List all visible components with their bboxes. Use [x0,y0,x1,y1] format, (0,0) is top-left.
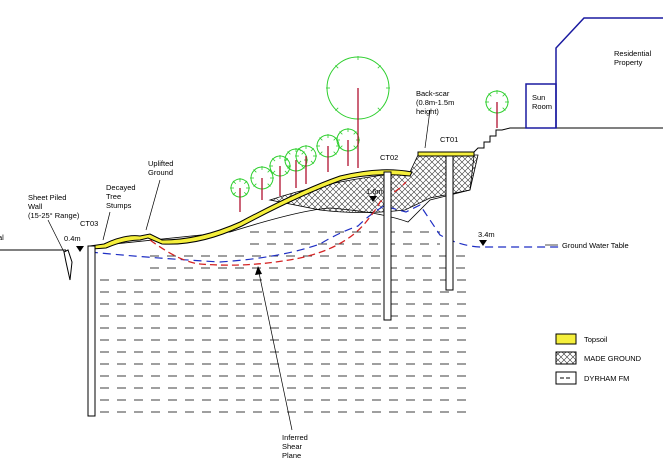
legend-swatch-made-ground [555,351,577,365]
tree-canopy-tick [267,183,271,187]
tree-canopy-tick [502,93,506,97]
tree-canopy-tick [271,157,276,162]
label-uplifted-ground: Uplifted Ground [148,159,176,177]
tree-canopy-tick [353,145,357,149]
borehole-ct02 [383,171,392,321]
label-ct02: CT02 [380,153,398,162]
label-ct03: CT03 [80,219,98,228]
leader-back-scar [424,109,431,149]
tree-canopy-tick [253,183,257,187]
label-ct02-depth: 1.6m [366,187,383,196]
leader-shear-plane [257,267,293,431]
tree-canopy-tick [377,65,381,69]
residential-property-outline [555,17,663,128]
label-back-scar: Back-scar (0.8m-1.5m height) [416,89,456,116]
tree-canopy-tick [319,151,323,155]
tree-canopy-tick [287,151,291,155]
label-sheet-piled-wall: Sheet Piled Wall (15-25° Range) [28,193,80,220]
label-decayed-tree-stumps: Decayed Tree Stumps [106,183,138,210]
tree-canopy-tick [271,170,276,175]
legend-label-made-ground: MADE GROUND [584,354,642,363]
tree-canopy-tick [310,160,315,165]
dyrham-fm-strata [100,231,470,413]
topsoil-band [89,169,413,250]
label-ct03-depth: 0.4m [64,234,81,243]
label-inferred-shear-plane: Inferred Shear Plane [282,433,310,460]
leader-uplifted-ground [145,179,161,231]
tree-canopy-tick [335,65,339,69]
leader-sheet-piled-wall [47,219,65,253]
tree-canopy-tick [488,93,492,97]
slope-surface-right [469,155,475,191]
label-ct01: CT01 [440,135,458,144]
tree-canopy-tick [301,165,305,169]
tree-canopy-tick [232,191,237,196]
legend-label-topsoil: Topsoil [584,335,608,344]
tree-canopy-tick [333,137,337,141]
water-marker-ct03 [76,246,84,252]
ground-line-right [473,127,663,153]
tree-canopy-tick [488,107,492,111]
tree-canopy-tick [353,131,357,135]
tree-canopy-tick [339,131,343,135]
label-ground-water-table: Ground Water Table [562,241,629,250]
borehole-ct03 [87,245,96,417]
tree-canopy-tick [339,145,343,149]
water-marker-ct02 [369,196,377,202]
ground-water-table-line [89,204,560,263]
trees [230,56,509,212]
tree-canopy-tick [287,165,291,169]
tree-canopy-tick [377,107,381,111]
leader-decayed-stumps [102,211,111,241]
legend-label-dyrham: DYRHAM FM [584,374,629,383]
label-ct01-depth: 3.4m [478,230,495,239]
tree-canopy-tick [310,147,315,152]
tree-canopy-tick [232,180,237,185]
label-sun-room: Sun Room [532,93,552,111]
borehole-ct01 [445,155,454,291]
water-marker-ct01 [479,240,487,246]
tree-canopy-tick [297,147,302,152]
topsoil-band-ct01 [417,151,475,157]
tree-canopy-tick [335,107,339,111]
tree-canopy-tick [243,180,248,185]
tree-canopy-tick [333,151,337,155]
tree-canopy-tick [253,169,257,173]
arrowhead-shear-plane [255,266,262,275]
tree-canopy-tick [502,107,506,111]
label-left-edge-fragment: al [0,233,4,242]
label-residential-property: Residential Property [614,49,653,67]
tree-canopy-tick [319,137,323,141]
tree-canopy-tick [297,160,302,165]
tree-canopy-tick [243,191,248,196]
tree-canopy-tick [267,169,271,173]
tree-canopy-tick [301,151,305,155]
inferred-shear-plane-line [149,181,407,266]
sun-room-outline [525,83,557,129]
tree-canopy-tick [284,170,289,175]
sheet-piled-wall [63,249,73,281]
legend: Topsoil MADE GROUND DYRHAM FM [555,333,642,385]
legend-swatch-topsoil [555,333,577,345]
